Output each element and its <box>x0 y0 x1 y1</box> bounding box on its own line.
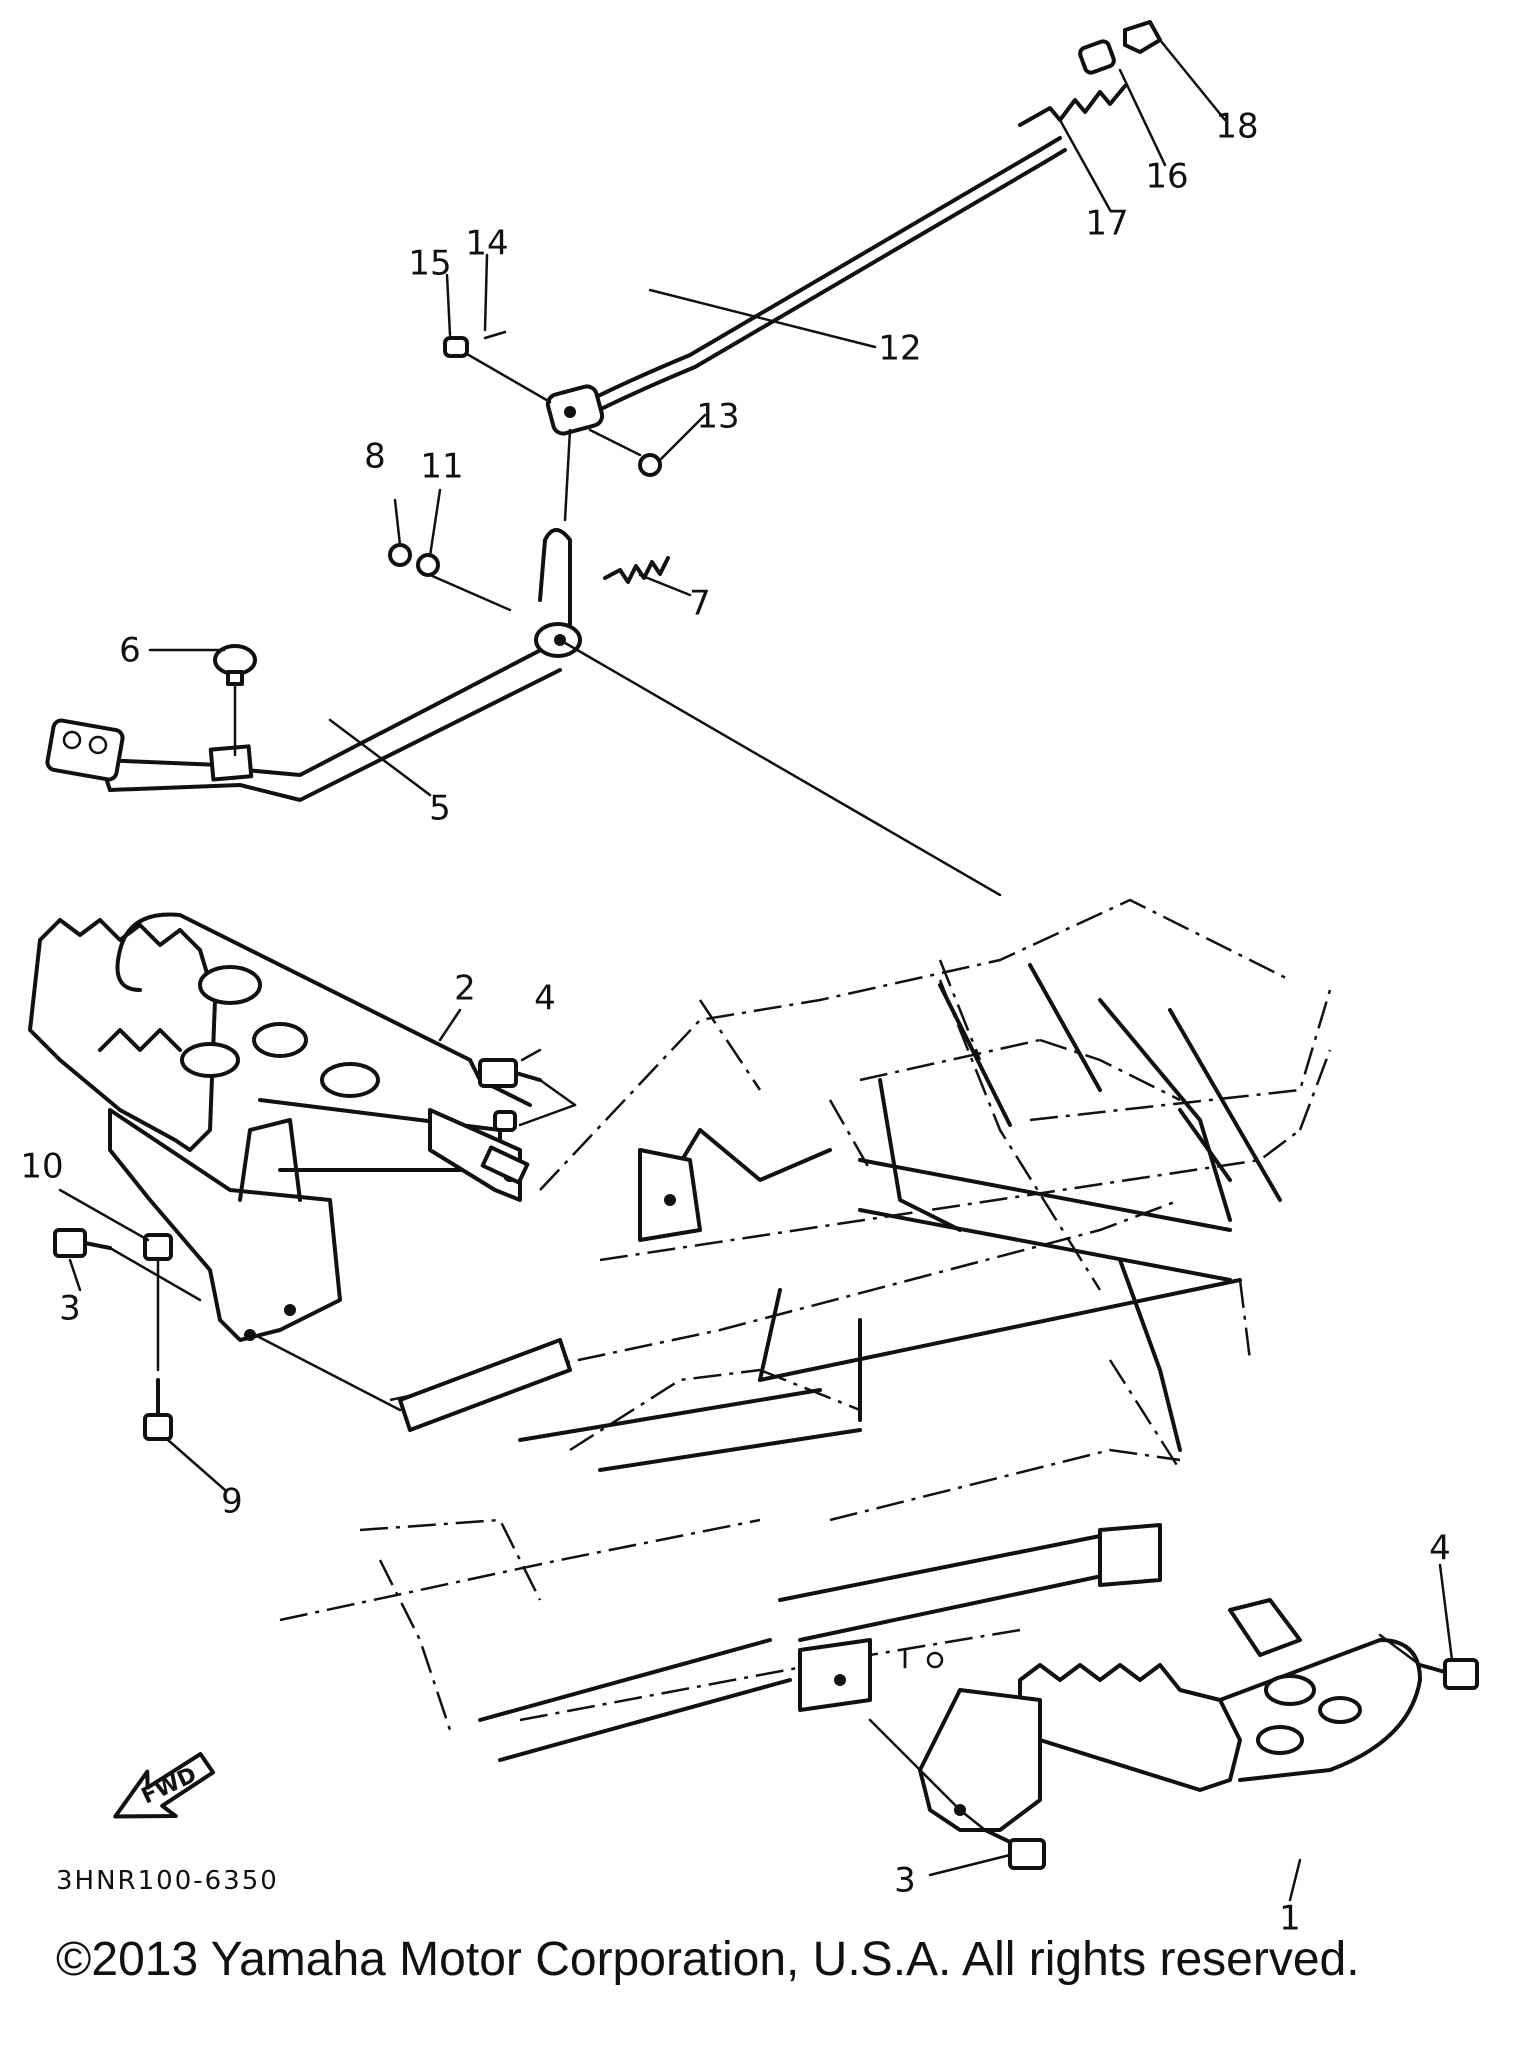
brake-rod <box>458 136 1067 522</box>
bolt-3-left <box>53 1228 202 1302</box>
callout-2: 2 <box>454 969 476 1009</box>
clip-and-washer <box>388 543 512 612</box>
right-bracket: I <box>798 1523 1162 1712</box>
callout-13: 13 <box>696 397 739 437</box>
pivot-bolt <box>480 1103 577 1185</box>
forward-arrow: FWD <box>113 1752 216 1819</box>
frame-outline <box>279 898 1332 1762</box>
left-footrest <box>28 912 532 1412</box>
adjuster-spring <box>1018 84 1127 127</box>
callout-6: 6 <box>119 631 141 671</box>
diagram-code: 3HNR100-6350 <box>56 1866 279 1896</box>
callout-11: 11 <box>420 447 463 487</box>
leader-lines <box>58 38 1454 1902</box>
callout-7: 7 <box>689 584 711 624</box>
adjuster-bolt <box>213 644 257 757</box>
callout-10: 10 <box>20 1147 63 1187</box>
copyright-notice: ©2013 Yamaha Motor Corporation, U.S.A. A… <box>56 1933 1360 1986</box>
callout-17: 17 <box>1085 204 1128 244</box>
collar <box>1078 39 1116 75</box>
return-spring <box>603 556 670 584</box>
callout-14: 14 <box>465 224 508 264</box>
callout-12: 12 <box>878 329 921 369</box>
callout-18: 18 <box>1215 107 1258 147</box>
callout-4-right: 4 <box>1429 1529 1451 1569</box>
nut-and-bolt <box>143 1233 173 1441</box>
callout-4-upper: 4 <box>534 979 556 1019</box>
clevis-pin <box>443 330 507 358</box>
bolt-4-upper <box>478 1058 577 1107</box>
right-footrest <box>868 1598 1422 1832</box>
callout-16: 16 <box>1145 157 1188 197</box>
callout-3-left: 3 <box>59 1289 81 1329</box>
wing-nut <box>1123 20 1162 54</box>
callout-1: 1 <box>1279 1899 1301 1939</box>
brake-pedal <box>45 528 1002 897</box>
bolt-3-right <box>958 1808 1046 1870</box>
bolt-4-right <box>1378 1633 1479 1690</box>
callout-numbers: 1 2 3 3 4 4 5 6 7 8 9 10 11 12 13 14 15 … <box>20 107 1450 1939</box>
callout-5: 5 <box>429 789 451 829</box>
frame-mark: I <box>901 1642 909 1675</box>
bracket-plate <box>398 1148 702 1432</box>
callout-3-right: 3 <box>894 1861 916 1901</box>
callout-15: 15 <box>408 244 451 284</box>
callout-9: 9 <box>221 1482 243 1522</box>
washer <box>638 453 662 477</box>
callout-8: 8 <box>364 437 386 477</box>
